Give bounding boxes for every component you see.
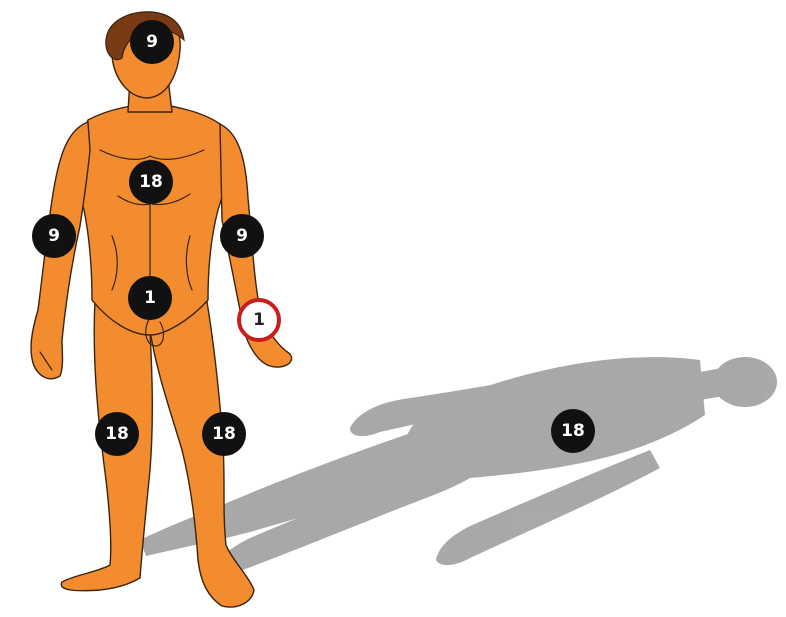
leg-left-percentage: 18 (212, 424, 236, 444)
region-badge-palm: 1 (239, 300, 279, 340)
arm-right-percentage: 9 (48, 226, 60, 246)
region-badge-leg-right: 18 (95, 412, 139, 456)
region-badge-chest: 18 (129, 160, 173, 204)
back-shadow-silhouette (140, 357, 777, 574)
palm-percentage: 1 (253, 310, 265, 330)
region-badge-arm-right: 9 (32, 214, 76, 258)
region-badge-groin: 1 (128, 276, 172, 320)
head-percentage: 9 (146, 32, 158, 52)
region-badge-arm-left: 9 (220, 214, 264, 258)
groin-percentage: 1 (144, 288, 156, 308)
region-badge-leg-left: 18 (202, 412, 246, 456)
chest-percentage: 18 (139, 172, 163, 192)
region-badge-back: 18 (551, 409, 595, 453)
back-percentage: 18 (561, 421, 585, 441)
region-badge-head: 9 (130, 20, 174, 64)
arm-left-percentage: 9 (236, 226, 248, 246)
leg-right-percentage: 18 (105, 424, 129, 444)
